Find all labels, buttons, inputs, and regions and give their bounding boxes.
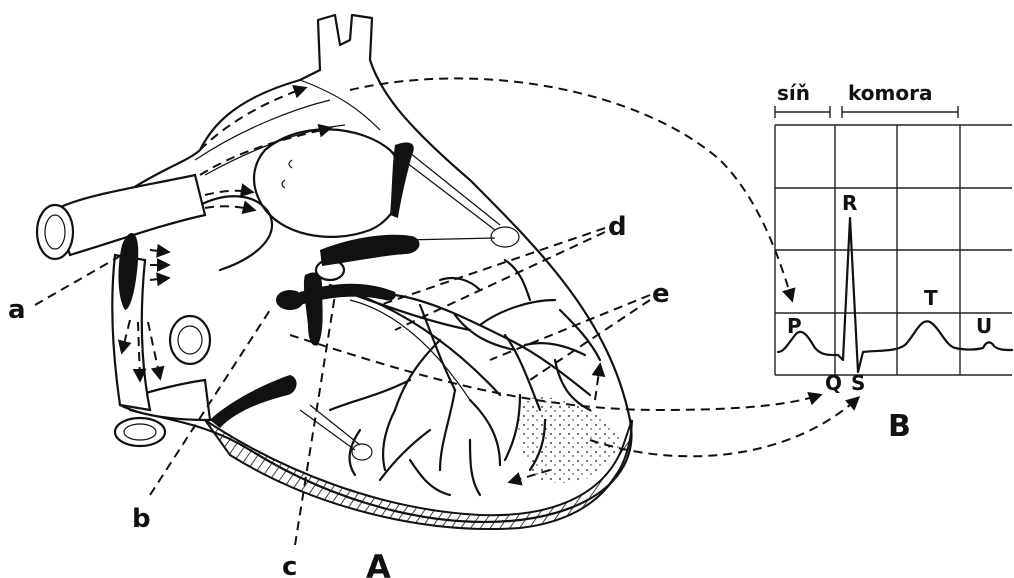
fossa-ovalis <box>170 316 210 364</box>
ecg-header-atrium: síň <box>777 81 810 105</box>
label-e: e <box>652 279 670 309</box>
ecg-panel: síň komora P R T U Q S <box>775 81 1012 395</box>
ecg-wave-q: Q <box>825 371 842 395</box>
label-c: c <box>282 552 297 578</box>
ecg-wave-s: S <box>851 371 865 395</box>
av-node <box>276 290 304 310</box>
label-a: a <box>8 295 26 325</box>
left-atrium <box>254 129 402 237</box>
ecg-wave-t: T <box>924 286 938 310</box>
panel-label-a: A <box>366 548 391 578</box>
ecg-wave-u: U <box>976 314 992 338</box>
ecg-header-ventricle: komora <box>848 81 932 105</box>
apex-stipple <box>518 397 620 483</box>
ecg-wave-r: R <box>842 191 857 215</box>
heart-drawing <box>37 15 632 529</box>
ecg-wave-p: P <box>787 314 802 338</box>
label-b: b <box>132 504 151 534</box>
label-d: d <box>608 212 627 242</box>
panel-label-b: B <box>888 409 911 444</box>
ecg-trace <box>778 218 1012 372</box>
vena-cava <box>37 175 210 446</box>
